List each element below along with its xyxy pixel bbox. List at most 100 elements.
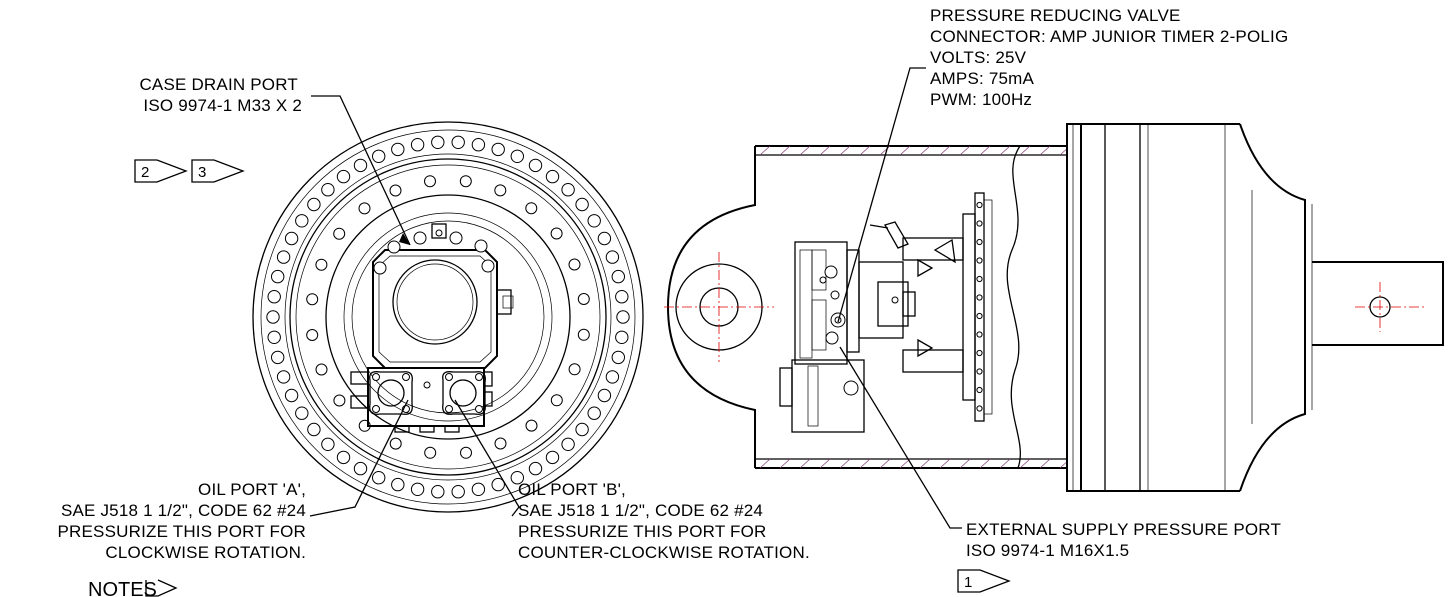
bolt-hole <box>389 184 402 197</box>
port-a-line1: OIL PORT 'A', <box>198 480 306 499</box>
pressure-reducing-valve <box>877 281 909 327</box>
flange-bolt <box>976 386 983 394</box>
port-a-leader <box>309 399 409 517</box>
bolt-hole <box>333 394 346 407</box>
bolt-hole <box>525 419 538 432</box>
flange-bolts <box>976 201 983 412</box>
bolt-hole <box>321 437 335 451</box>
motor-bore <box>392 259 478 345</box>
supply-leader <box>839 346 962 529</box>
notes-heading: NOTES <box>88 579 178 597</box>
break-line <box>1006 145 1021 469</box>
hatch-line <box>759 146 771 156</box>
pressure-valve-label: PRESSURE REDUCING VALVE CONNECTOR: AMP J… <box>930 6 1288 109</box>
hatch-line <box>939 458 951 468</box>
bolt-hole <box>561 183 575 197</box>
bolt-hole <box>424 446 437 459</box>
svg-text:3: 3 <box>198 164 206 181</box>
bolt-hole <box>307 197 321 212</box>
hatch-line <box>819 146 831 156</box>
hatch-line <box>919 458 931 468</box>
external-supply-label: EXTERNAL SUPPLY PRESSURE PORT ISO 9974-1… <box>966 520 1281 560</box>
valve-line2: CONNECTOR: AMP JUNIOR TIMER 2-POLIG <box>930 27 1288 46</box>
bolt-hole <box>494 184 507 197</box>
hatch-line <box>979 458 991 468</box>
hatch-line <box>979 146 991 156</box>
hatch-line <box>859 458 871 468</box>
hatch-line <box>999 146 1011 156</box>
bolt-hole <box>431 135 445 150</box>
hatch-line <box>899 146 911 156</box>
gear-flange <box>974 192 985 422</box>
hatch-line <box>1039 146 1051 156</box>
bolt-hole <box>336 169 351 184</box>
port-b-line4: COUNTER-CLOCKWISE ROTATION. <box>518 543 810 562</box>
svg-text:2: 2 <box>141 164 149 181</box>
port-a-line2: SAE J518 1 1/2", CODE 62 #24 <box>61 501 306 520</box>
bolt-hole <box>372 471 386 485</box>
flag-note-2: 2 <box>134 159 188 183</box>
hatch-line <box>1019 458 1031 468</box>
section-hatching <box>740 146 1067 468</box>
bolt-hole <box>431 485 445 499</box>
flange-bolt <box>976 220 983 227</box>
bolt-hole <box>424 175 436 188</box>
bolt-hole <box>460 446 472 459</box>
flange-bolt <box>976 368 983 375</box>
hatch-line <box>1019 146 1031 156</box>
bolt-hole <box>577 293 590 305</box>
port-b-leader <box>454 399 520 517</box>
bolt-hole <box>587 214 601 228</box>
supply-port-block <box>791 359 865 433</box>
bolt-hole <box>550 394 563 407</box>
bolt-hole <box>389 437 402 450</box>
bolt-hole <box>528 461 543 476</box>
bolt-hole <box>528 158 543 173</box>
hatch-line <box>1039 458 1051 468</box>
oil-port-a-flange <box>369 371 413 415</box>
hatch-line <box>959 146 971 156</box>
bolt-hole <box>471 482 486 496</box>
motor-end-view <box>252 121 644 513</box>
hatch-line <box>819 458 831 468</box>
hatch-line <box>779 146 791 156</box>
svg-text:1: 1 <box>964 574 972 591</box>
hatch-line <box>740 459 750 468</box>
flange-bolt <box>976 257 983 264</box>
bolt-hole <box>315 258 328 271</box>
tapered-end <box>1239 123 1306 492</box>
hatch-line <box>740 146 750 155</box>
bolt-hole <box>284 388 299 403</box>
bolt-hole <box>510 471 524 485</box>
bolt-hole <box>266 310 280 324</box>
flag-note-1: 1 <box>957 569 1011 593</box>
hatch-line <box>759 458 771 468</box>
flange-bolt <box>976 312 983 320</box>
flag-note-3: 3 <box>191 159 245 183</box>
bolt-hole <box>568 363 581 376</box>
notes-text: NOTES <box>88 579 157 597</box>
hatch-line <box>939 146 951 156</box>
case-drain-line1: CASE DRAIN PORT <box>139 75 298 94</box>
hatch-line <box>999 458 1011 468</box>
outer-bolt-circle <box>266 135 630 499</box>
notes-flag-icon <box>145 579 178 597</box>
bolt-hole <box>284 231 299 246</box>
output-shaft <box>1312 261 1444 346</box>
flange-bolt <box>976 201 983 209</box>
bolt-hole <box>315 363 328 376</box>
inner-bolt-circle <box>306 175 590 459</box>
bolt-hole <box>353 461 368 476</box>
case-drain-label: CASE DRAIN PORT ISO 9974-1 M33 X 2 <box>139 75 301 115</box>
bolt-hole <box>615 330 629 344</box>
bolt-hole <box>307 422 321 437</box>
bolt-hole <box>358 202 371 215</box>
hatch-line <box>919 146 931 156</box>
valve-line1: PRESSURE REDUCING VALVE <box>930 6 1181 25</box>
bolt-hole <box>276 370 291 384</box>
hatch-line <box>839 458 851 468</box>
oil-port-b-label: OIL PORT 'B', SAE J518 1 1/2", CODE 62 #… <box>518 480 810 562</box>
valve-line5: PWM: 100Hz <box>930 90 1032 109</box>
bolt-hole <box>267 290 281 304</box>
